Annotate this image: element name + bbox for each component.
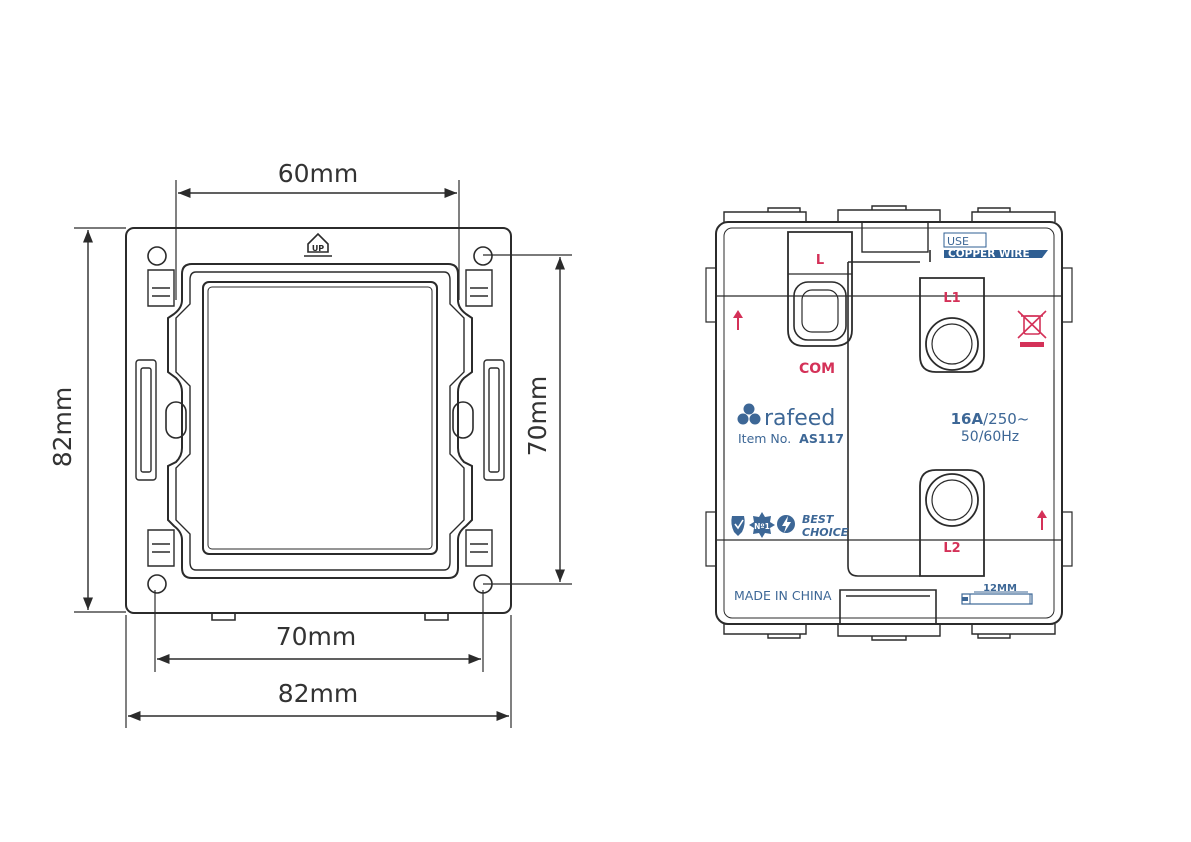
dim-label-82mm-horizontal: 82mm [278, 679, 359, 708]
side-rails [135, 359, 505, 481]
terminal-l1-label: L1 [943, 291, 960, 306]
screw-hole-top-left [147, 246, 167, 266]
dimension-right-height: 70mm [483, 254, 572, 585]
cert-icons: Nº1 [731, 512, 795, 538]
arrow-up-icon [733, 310, 743, 330]
item-number-value: AS117 [799, 431, 844, 446]
bottom-center-housing [839, 589, 937, 624]
dim-label-70mm-vertical: 70mm [523, 376, 552, 457]
plate-bottom-tabs [211, 613, 449, 621]
rating-frequency: 50/60Hz [961, 429, 1019, 445]
check-shield-icon [731, 516, 745, 536]
cert-mark-label: Nº1 [754, 522, 770, 531]
strip-gauge: 12MM [961, 583, 1033, 605]
terminal-l-label: L [816, 253, 824, 268]
dimension-top-width: 60mm [175, 159, 460, 300]
copper-label-line1: USE [947, 235, 969, 248]
front-view: UP 60mm 82mm 70mm 70mm [48, 159, 572, 728]
screw-hole-bottom-left [147, 574, 167, 594]
up-mark-icon: UP [304, 232, 332, 257]
dimension-bottom-outer: 82mm [125, 615, 512, 728]
rating-current: 16A [951, 410, 984, 428]
brand-name: rafeed [764, 406, 835, 431]
terminal-l: L [787, 231, 853, 347]
frame-body-outer [167, 263, 473, 579]
back-view: USE COPPER WIRE L COM L1 L2 [705, 205, 1073, 641]
choice-label: CHOICE [802, 526, 849, 539]
rating-voltage: /250~ [983, 410, 1029, 428]
weee-bin-icon [1017, 310, 1047, 347]
item-number-line: Item No. AS117 [738, 431, 844, 446]
made-in-label: MADE IN CHINA [734, 588, 832, 603]
top-clips [723, 205, 1056, 222]
clip-latches [147, 269, 493, 567]
bottom-clips [723, 624, 1056, 641]
frame-window-inner [207, 286, 433, 550]
frame-window [202, 281, 438, 555]
copper-wire-label: USE COPPER WIRE [943, 232, 1048, 260]
dim-label-82mm-vertical: 82mm [48, 387, 77, 468]
terminal-l2: L2 [919, 469, 985, 577]
side-ribs [705, 267, 1073, 567]
terminal-l1: L1 [919, 277, 985, 373]
top-center-housing [861, 221, 929, 253]
dim-label-60mm: 60mm [278, 159, 359, 188]
center-divider [847, 250, 931, 577]
rating-line: 16A/250~ [951, 410, 1030, 428]
mounting-plate-outline [125, 227, 512, 614]
terminal-l2-label: L2 [943, 541, 960, 556]
com-label: COM [799, 361, 835, 377]
strip-length-label: 12MM [983, 583, 1017, 594]
arrow-up-icon [1037, 510, 1047, 530]
dimension-bottom-inner: 70mm [154, 590, 484, 672]
screw-hole-top-right [473, 246, 493, 266]
brand-logo-icon [737, 403, 761, 425]
dim-label-70mm-horizontal: 70mm [276, 622, 357, 651]
side-slot-left [165, 401, 187, 439]
best-label: BEST [802, 513, 835, 526]
badge-icon [749, 512, 775, 538]
dimension-left-height: 82mm [48, 227, 126, 613]
copper-label-line2: COPPER WIRE [948, 248, 1030, 260]
frame-body-inner [175, 271, 465, 571]
side-slot-right [452, 401, 474, 439]
item-number-prefix: Item No. [738, 431, 791, 446]
up-mark-label: UP [312, 244, 324, 253]
